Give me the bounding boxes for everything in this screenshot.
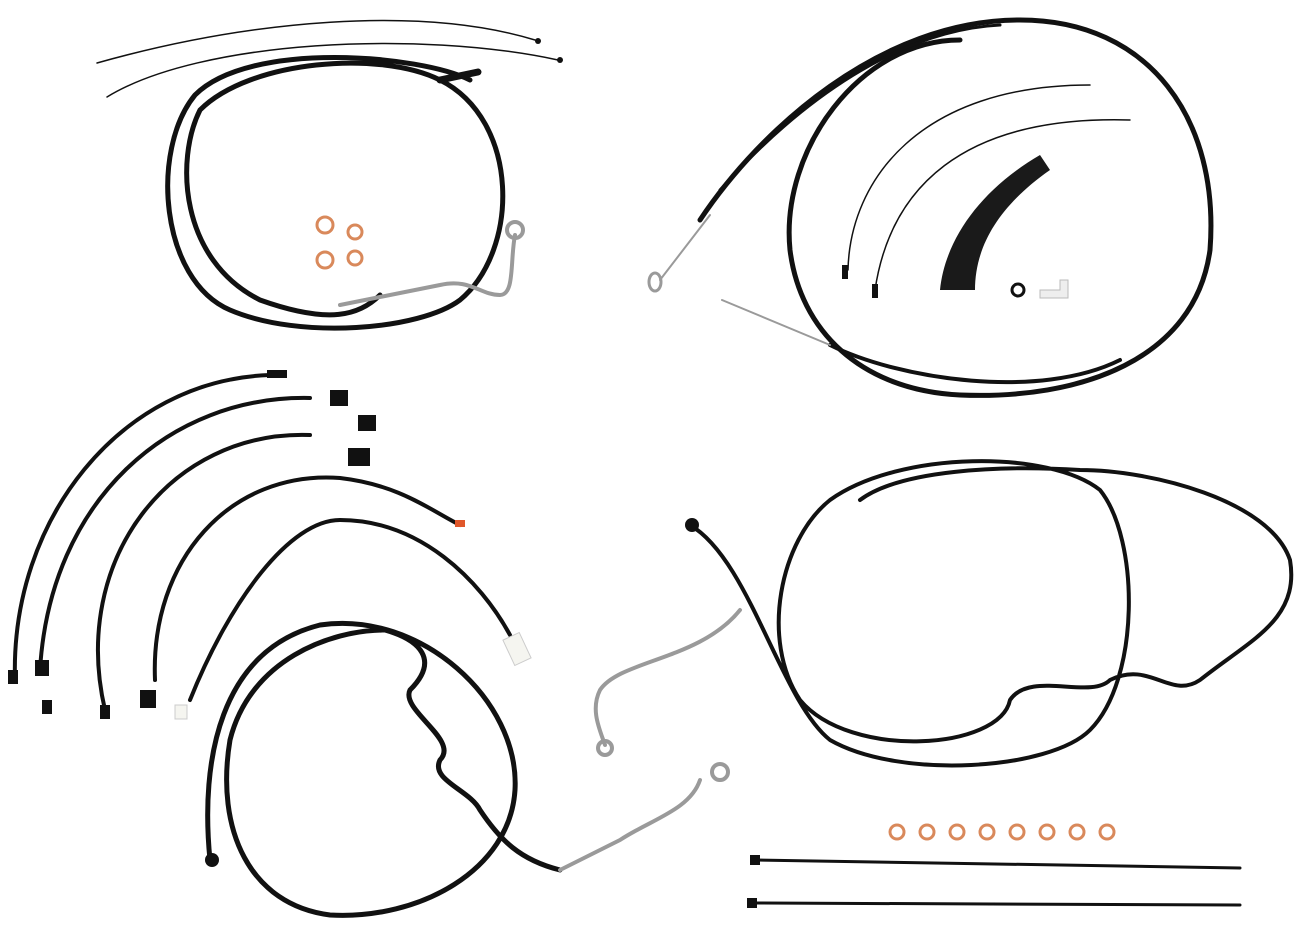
rubber-boot — [940, 155, 1050, 290]
thin-wires-top-left — [96, 19, 563, 98]
wiring-harness-extensions — [8, 370, 532, 720]
copper-washers-bottom-right — [888, 823, 1116, 841]
copper-washers-top-left — [315, 215, 364, 270]
brake-line-loop-right — [593, 459, 1294, 768]
clutch-cable-coil-top-right — [647, 17, 1214, 398]
brake-line-coil-top-left — [165, 55, 525, 331]
brake-line-coil-bottom-left — [205, 620, 730, 918]
small-fittings-top-right — [1010, 279, 1069, 299]
thin-wires-top-right — [842, 84, 1131, 298]
zip-ties — [747, 855, 1242, 908]
